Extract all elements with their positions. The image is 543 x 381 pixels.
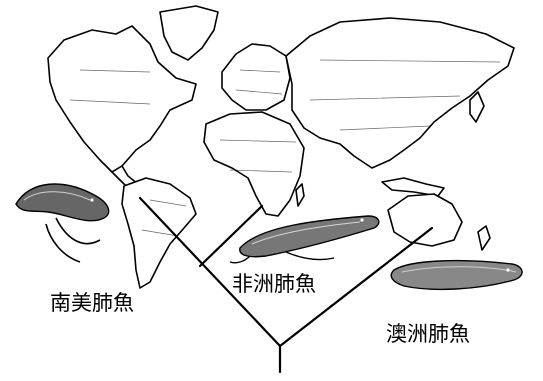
- asia-shape: [285, 17, 515, 169]
- phylogenetic-tree: [138, 196, 434, 374]
- tree-branch-south-america: [138, 196, 282, 348]
- african-lungfish-icon: [229, 215, 380, 264]
- tree-branch-australia: [278, 226, 434, 348]
- country-borders: [69, 59, 501, 237]
- australian-lungfish-label: 澳洲肺魚: [386, 322, 470, 346]
- australian-lungfish-icon: [390, 259, 523, 291]
- new-zealand-shape: [477, 225, 491, 251]
- australia-shape: [387, 193, 463, 247]
- south-american-lungfish-label: 南美肺魚: [50, 291, 134, 315]
- south-american-lungfish-icon: [15, 183, 110, 263]
- europe-shape: [221, 43, 291, 111]
- greenland-shape: [159, 5, 219, 61]
- african-lungfish-label: 非洲肺魚: [232, 272, 316, 296]
- madagascar-shape: [295, 183, 305, 207]
- africa-shape: [203, 111, 305, 217]
- tree-branch-africa: [198, 204, 264, 268]
- japan-shape: [469, 91, 485, 123]
- north-america-shape: [47, 25, 197, 173]
- indonesia-shape: [381, 177, 445, 197]
